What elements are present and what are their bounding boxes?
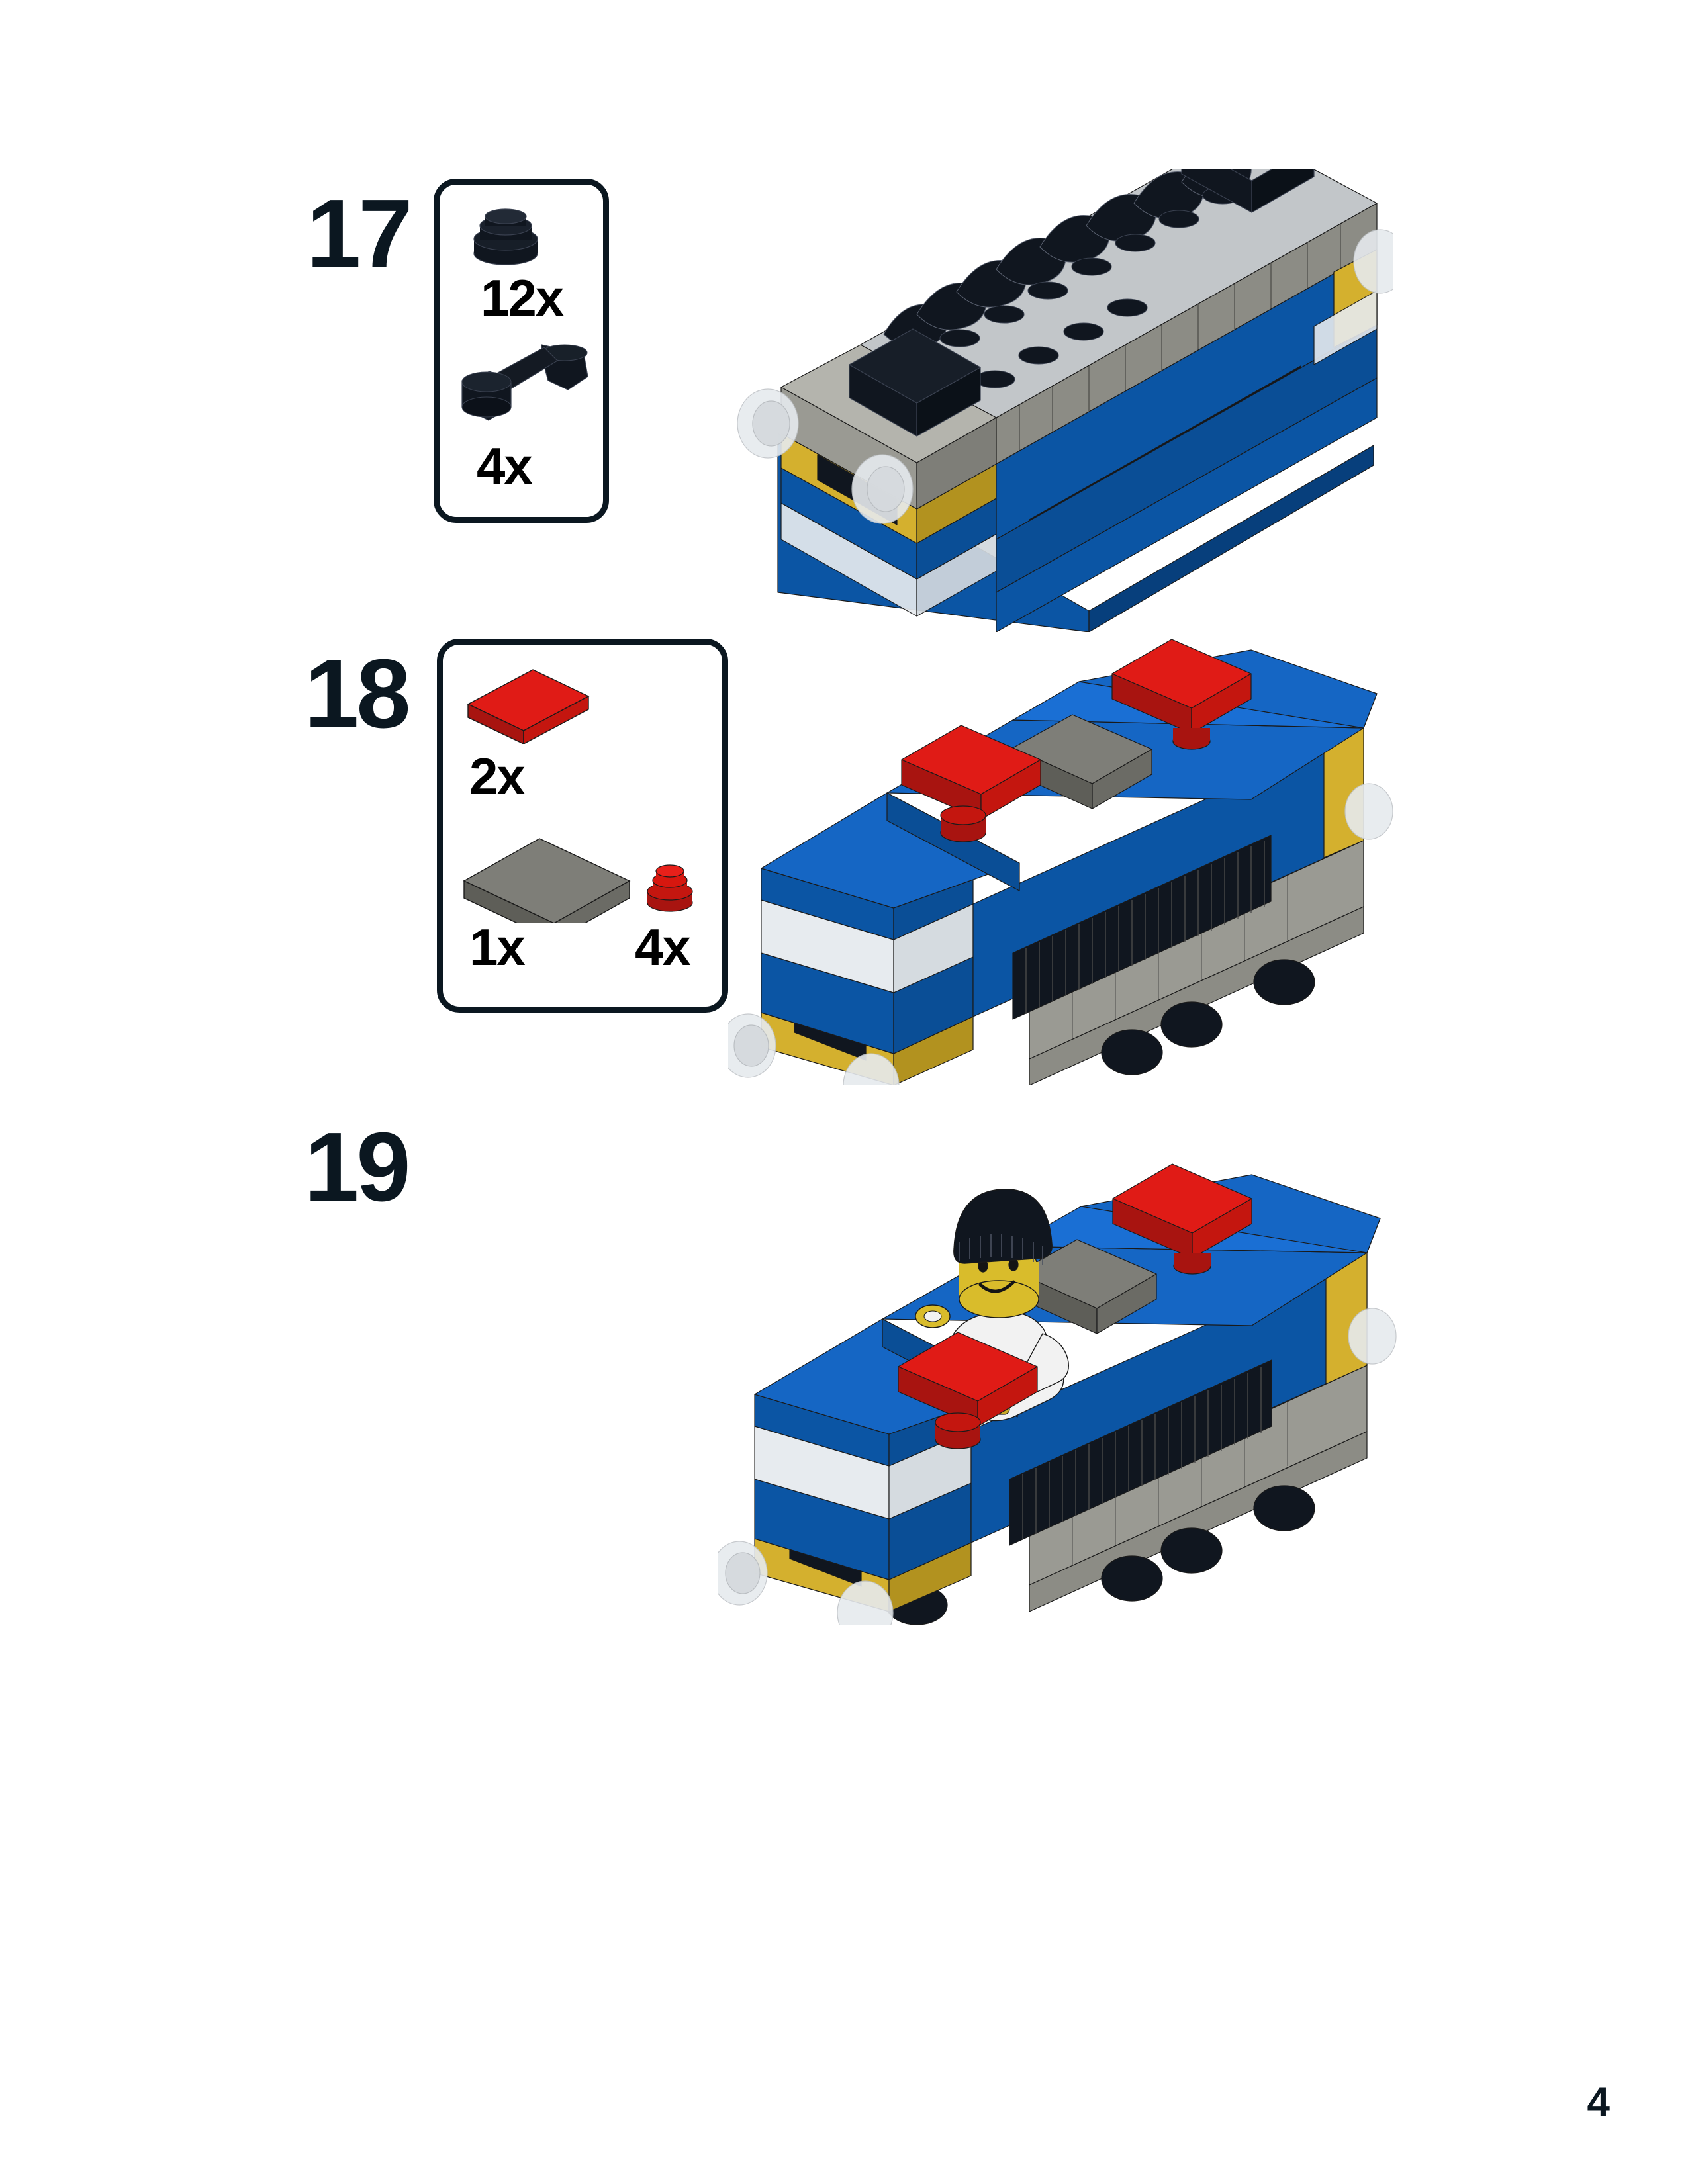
step-19-model [718, 1095, 1400, 1625]
step-17: 17 12x [0, 0, 1688, 635]
step-18-number: 18 [305, 639, 411, 749]
part-plate-1x2-red [461, 664, 594, 744]
step-19-number: 19 [305, 1113, 411, 1222]
part-round-plate-1x1-red [633, 855, 706, 918]
page-number: 4 [1587, 2079, 1610, 2125]
part-tile-2x2-gray [459, 833, 637, 923]
step-18-part-1-quantity: 2x [469, 747, 526, 805]
step-17-model [718, 169, 1393, 632]
step-17-part-2-quantity: 4x [477, 437, 533, 495]
step-19: 19 [305, 1095, 1400, 1625]
part-telephone-handset-black [454, 337, 596, 430]
step-18: 18 2x 1x [305, 622, 1397, 1085]
step-18-model [728, 622, 1397, 1085]
step-18-parts-box: 2x 1x [437, 639, 728, 1013]
step-17-parts-box: 12x 4x [434, 179, 609, 523]
step-17-part-1-quantity: 12x [481, 269, 564, 327]
step-18-part-3-quantity: 4x [635, 918, 691, 976]
step-18-part-2-quantity: 1x [469, 918, 526, 976]
step-17-number: 17 [306, 179, 413, 289]
part-round-plate-1x1-black [463, 199, 549, 272]
